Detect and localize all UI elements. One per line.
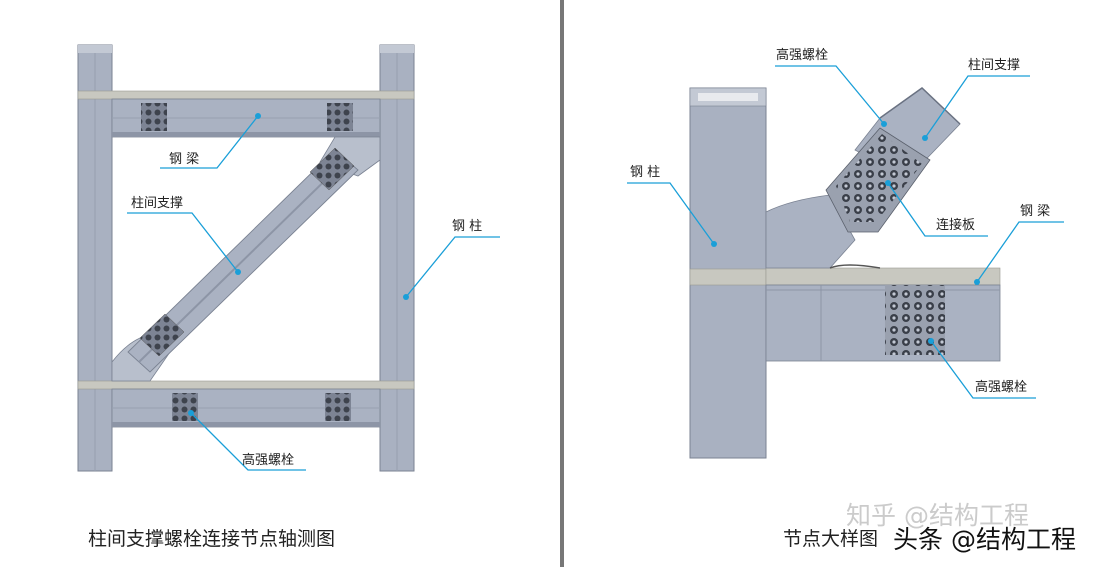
right-label-beam: 钢 梁 <box>1020 204 1050 219</box>
left-label-bolts: 高强螺栓 <box>242 452 294 468</box>
right-label-bolts-top: 高强螺栓 <box>776 47 828 63</box>
right-detail-drawing: 高强螺栓 柱间支撑 钢 柱 连接板 钢 梁 高强螺栓 <box>627 47 1064 459</box>
right-caption: 节点大样图 <box>783 528 879 550</box>
left-leader-lines <box>127 115 500 471</box>
left-frame-drawing: 钢 梁 柱间支撑 钢 柱 高强螺栓 <box>77 44 500 472</box>
toutiao-watermark: 头条 @结构工程 <box>893 525 1076 554</box>
right-label-column: 钢 柱 <box>630 165 660 180</box>
left-caption: 柱间支撑螺栓连接节点轴测图 <box>88 528 336 550</box>
left-label-beam: 钢 梁 <box>169 152 199 167</box>
diagonal-brace <box>111 136 381 382</box>
zhihu-watermark: 知乎 @结构工程 <box>846 501 1029 530</box>
panel-divider <box>560 0 564 567</box>
right-label-brace: 柱间支撑 <box>968 58 1020 73</box>
right-leader-lines <box>627 65 1064 399</box>
right-label-bolts-bottom: 高强螺栓 <box>975 379 1027 395</box>
bottom-beam <box>77 380 415 428</box>
detail-brace <box>765 87 961 269</box>
left-label-brace: 柱间支撑 <box>131 196 183 211</box>
right-label-gusset: 连接板 <box>936 217 975 233</box>
left-label-column: 钢 柱 <box>452 219 482 234</box>
top-beam <box>77 90 415 138</box>
detail-beam <box>765 267 1001 362</box>
